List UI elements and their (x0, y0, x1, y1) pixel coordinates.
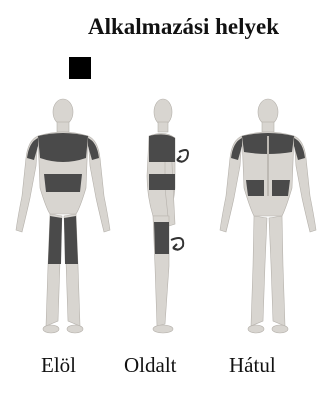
body-figure-side (125, 96, 205, 336)
application-site-legend-swatch (69, 57, 91, 79)
side-body-illustration (125, 96, 205, 336)
view-labels: Elöl Oldalt Hátul (0, 353, 327, 383)
front-body-illustration (10, 96, 116, 336)
body-figure-back (214, 96, 322, 336)
body-figure-front (10, 96, 116, 336)
page-title: Alkalmazási helyek (88, 14, 324, 40)
view-label-back: Hátul (229, 353, 276, 378)
view-label-side: Oldalt (124, 353, 177, 378)
back-body-illustration (214, 96, 322, 336)
view-label-front: Elöl (41, 353, 76, 378)
